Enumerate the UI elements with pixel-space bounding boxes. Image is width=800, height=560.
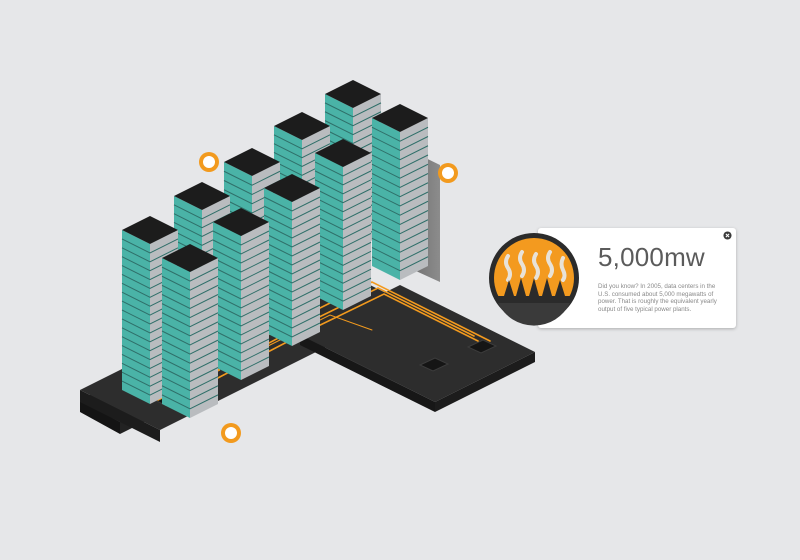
- hotspot-top[interactable]: [199, 152, 219, 172]
- hotspot-bottom[interactable]: [221, 423, 241, 443]
- server-rack: [212, 208, 270, 380]
- server-racks: [121, 80, 429, 418]
- close-icon[interactable]: [723, 231, 732, 240]
- server-rack: [371, 104, 429, 280]
- server-rack: [161, 244, 219, 418]
- info-popup: 5,000mw Did you know? In 2005, data cent…: [486, 228, 736, 328]
- flame-heat-icon: [489, 233, 579, 326]
- hotspot-right[interactable]: [438, 163, 458, 183]
- stat-description: Did you know? In 2005, data centers in t…: [598, 283, 717, 313]
- server-rack: [314, 139, 372, 310]
- stat-value: 5,000mw: [598, 242, 705, 272]
- server-rack: [263, 174, 321, 346]
